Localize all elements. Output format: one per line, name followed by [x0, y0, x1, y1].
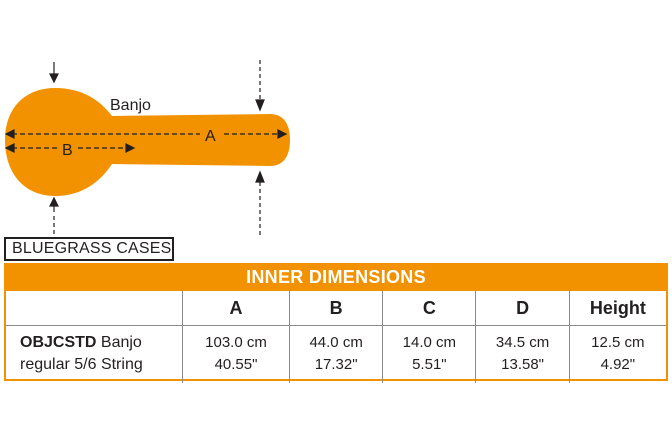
- arrowhead-bottom-left: [49, 196, 59, 207]
- arrowhead-b-right: [125, 143, 136, 153]
- cell-height: 12.5 cm 4.92": [568, 325, 666, 383]
- header-height: Height: [568, 291, 666, 326]
- header-b: B: [289, 291, 383, 326]
- value-d-imperial: 13.58": [501, 356, 545, 373]
- model-code: OBJCSTD: [20, 334, 97, 351]
- table-row: OBJCSTD Banjo regular 5/6 String 103.0 c…: [6, 325, 666, 384]
- arrowhead-a-left: [4, 129, 15, 139]
- arrowhead-top-right: [255, 99, 265, 112]
- cell-b: 44.0 cm 17.32": [289, 325, 383, 383]
- cell-a: 103.0 cm 40.55": [181, 325, 290, 383]
- value-c-imperial: 5.51": [412, 356, 447, 373]
- instrument-label: Banjo: [110, 97, 151, 114]
- value-b-metric: 44.0 cm: [309, 334, 363, 351]
- value-b-imperial: 17.32": [314, 356, 358, 373]
- value-height-imperial: 4.92": [600, 356, 636, 373]
- value-height-metric: 12.5 cm: [591, 334, 645, 351]
- arrowhead-a-right: [277, 129, 288, 139]
- arrowhead-bottom-right: [255, 170, 265, 183]
- header-c: C: [382, 291, 476, 326]
- table-title: INNER DIMENSIONS: [6, 263, 666, 291]
- table-header-row: A B C D Height: [6, 291, 666, 326]
- arrowhead-top-left: [49, 73, 59, 84]
- cell-c: 14.0 cm 5.51": [382, 325, 476, 383]
- value-c-metric: 14.0 cm: [402, 334, 457, 351]
- dimension-b-label: B: [62, 142, 73, 159]
- model-cell: OBJCSTD Banjo regular 5/6 String: [6, 326, 183, 384]
- header-model: [6, 291, 183, 326]
- model-description-line2: regular 5/6 String: [20, 356, 143, 373]
- model-description-line1: Banjo: [100, 334, 142, 351]
- dimensions-table-panel: INNER DIMENSIONS A B C D Height OBJCSTD …: [4, 263, 668, 383]
- banjo-case-diagram: Banjo A B: [4, 60, 290, 236]
- cell-d: 34.5 cm 13.58": [475, 325, 570, 383]
- header-a: A: [181, 291, 290, 326]
- dimensions-table: A B C D Height OBJCSTD Banjo regular 5/6…: [6, 291, 666, 383]
- value-d-metric: 34.5 cm: [495, 334, 550, 351]
- banjo-case-shape: [5, 88, 290, 196]
- value-a-metric: 103.0 cm: [205, 334, 267, 351]
- dimension-a-label: A: [205, 128, 216, 145]
- header-d: D: [475, 291, 570, 326]
- arrowhead-b-left: [4, 143, 15, 153]
- category-heading: BLUEGRASS CASES: [4, 237, 174, 261]
- value-a-imperial: 40.55": [214, 356, 258, 373]
